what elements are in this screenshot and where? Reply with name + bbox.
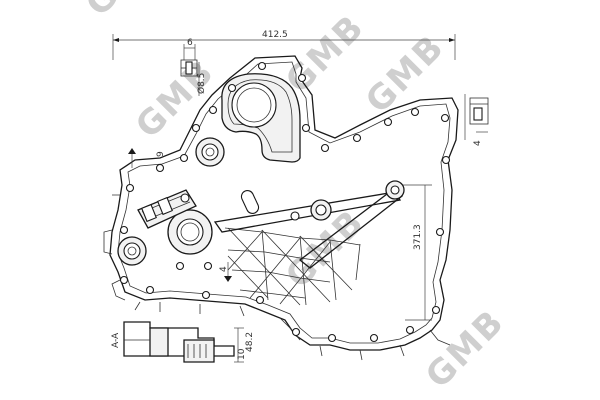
section-arrow-icon-2 bbox=[224, 276, 232, 282]
watermark-text-2: GMB bbox=[78, 0, 173, 24]
side-depth-label: 4 bbox=[473, 140, 483, 146]
section-height-label: 48.2 bbox=[245, 332, 255, 352]
overall-height-label: 371.3 bbox=[413, 224, 423, 250]
left-bosses bbox=[117, 137, 225, 266]
label-4: 4 bbox=[219, 266, 229, 272]
right-dimension: 371.3 bbox=[390, 184, 432, 321]
right-pivot bbox=[290, 180, 405, 221]
section-a-a: A-A 48.2 10 bbox=[111, 321, 255, 363]
upper-cavity bbox=[221, 73, 301, 163]
pin-diameter-label: Ø8.5 bbox=[196, 73, 207, 94]
top-dimension: 412.5 bbox=[112, 30, 456, 60]
section-width-label: 10 bbox=[237, 348, 247, 360]
center-slot bbox=[240, 190, 260, 214]
bolt-holes bbox=[119, 61, 451, 343]
watermark-text-3: GMB bbox=[278, 7, 373, 102]
watermark-text-4: GMB bbox=[358, 27, 453, 122]
section-arrow-icon bbox=[128, 148, 136, 154]
section-markers: 9 4 bbox=[128, 148, 232, 282]
side-profile-detail: 4 bbox=[464, 94, 489, 146]
section-label: A-A bbox=[111, 332, 121, 348]
slot-width-label: 6 bbox=[187, 38, 193, 48]
slot-detail: 6 Ø8.5 bbox=[180, 38, 207, 96]
label-9: 9 bbox=[156, 151, 166, 157]
watermark-group: GMB GMB GMB GMB GMB GMB bbox=[78, 0, 513, 396]
overall-width-label: 412.5 bbox=[262, 30, 288, 40]
relief-valve bbox=[137, 189, 197, 229]
